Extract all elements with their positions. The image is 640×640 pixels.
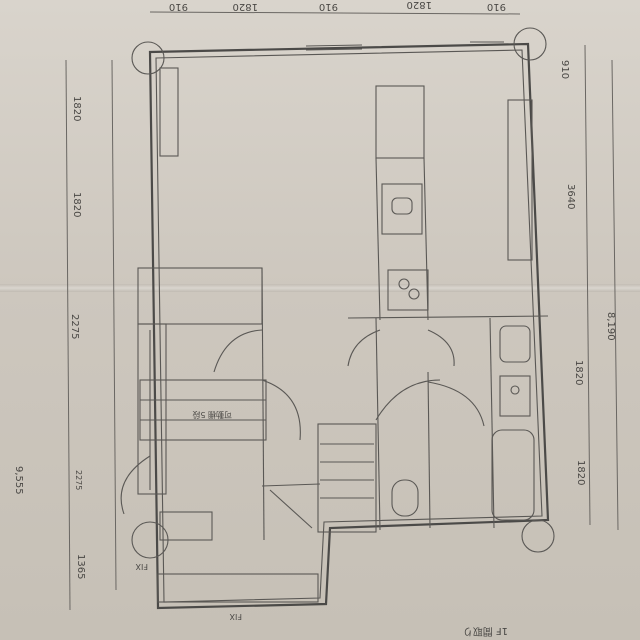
wash-basin [499,325,531,363]
stove [387,269,429,311]
left-dim-3: 2275 [69,314,80,339]
right-dim-3: 1820 [573,360,584,385]
exterior-wall [148,42,550,610]
toilet-wall-left [375,317,381,531]
left-dim-1: 1820 [71,96,82,121]
corner-mark-br [521,519,555,553]
window-top [305,44,363,47]
left-inner-dimension-line [111,59,117,591]
fix-label-left: FIX [135,562,148,571]
sink-basin [391,197,413,215]
kitchen-counter-edge [375,157,381,321]
top-dim-2: 1820 [233,1,258,12]
left-dim-4: 2275 [74,470,83,490]
corner-mark-tl [131,41,165,75]
left-dim-2: 1820 [71,192,82,217]
door-arc-2 [261,379,301,441]
kitchen-sink [381,183,423,235]
kitchen-counter-edge-2 [423,157,429,321]
right-dim-2: 3640 [565,184,576,209]
left-outer-dimension-line [65,59,71,611]
top-dimension-line [149,11,521,15]
door-arc-5 [375,379,441,421]
washing-drum [510,385,520,395]
shelf-label: 可動棚 5段 [192,410,232,420]
hall-partition [261,267,265,541]
bath-wall [489,317,495,529]
door-arc-7 [120,455,151,515]
top-dim-5: 910 [487,1,506,12]
toilet-wall-right [427,371,431,529]
door-arc-1 [213,329,263,373]
shoe-cabinet [159,511,213,541]
top-dim-4: 1820 [407,0,432,10]
right-inner-dimension-line [584,44,591,526]
plan-caption: 1F 間取り [463,625,508,637]
entrance-porch [157,573,319,603]
hall-cross [261,483,321,487]
right-dim-4: 1820 [575,460,586,485]
bathtub [491,429,535,521]
mid-partition [347,315,549,319]
right-outer-dimension-line [611,59,619,531]
toilet [391,479,419,517]
top-dim-3: 910 [319,1,338,12]
door-arc-3 [347,329,381,367]
right-total-dim: 8,190 [605,312,616,341]
washing-machine [499,375,531,417]
burner-2 [408,288,420,300]
left-shelf [159,67,179,157]
corner-mark-tr [513,27,547,61]
right-cabinet [507,99,533,261]
right-dim-1: 910 [559,60,570,79]
fix-label-bottom: FIX [229,612,242,621]
top-dim-1: 910 [169,1,188,12]
window-top-inner [305,48,363,51]
central-stairs [317,423,377,533]
left-dim-5: 1365 [75,554,86,579]
entrance-step [269,489,313,529]
paper-fold [0,284,640,292]
left-total-dim: 9,555 [13,466,24,495]
movable-shelf [139,379,267,441]
door-arc-6 [427,381,485,427]
stair-left [137,323,167,495]
burner-1 [398,278,410,290]
kitchen-counter [375,85,425,159]
door-arc-4 [427,329,455,367]
